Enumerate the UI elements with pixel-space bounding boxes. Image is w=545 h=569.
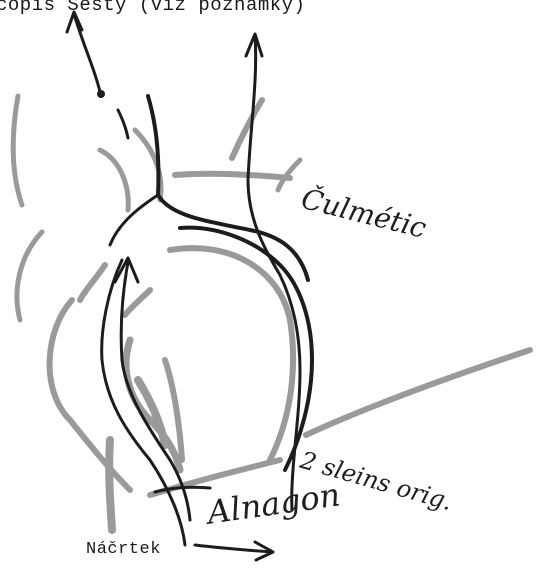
sketch-label: Náčrtek	[86, 540, 161, 559]
header-fragment: čopis Sesty (viz poznámky)	[0, 0, 305, 16]
pencil-strokes	[13, 96, 530, 530]
